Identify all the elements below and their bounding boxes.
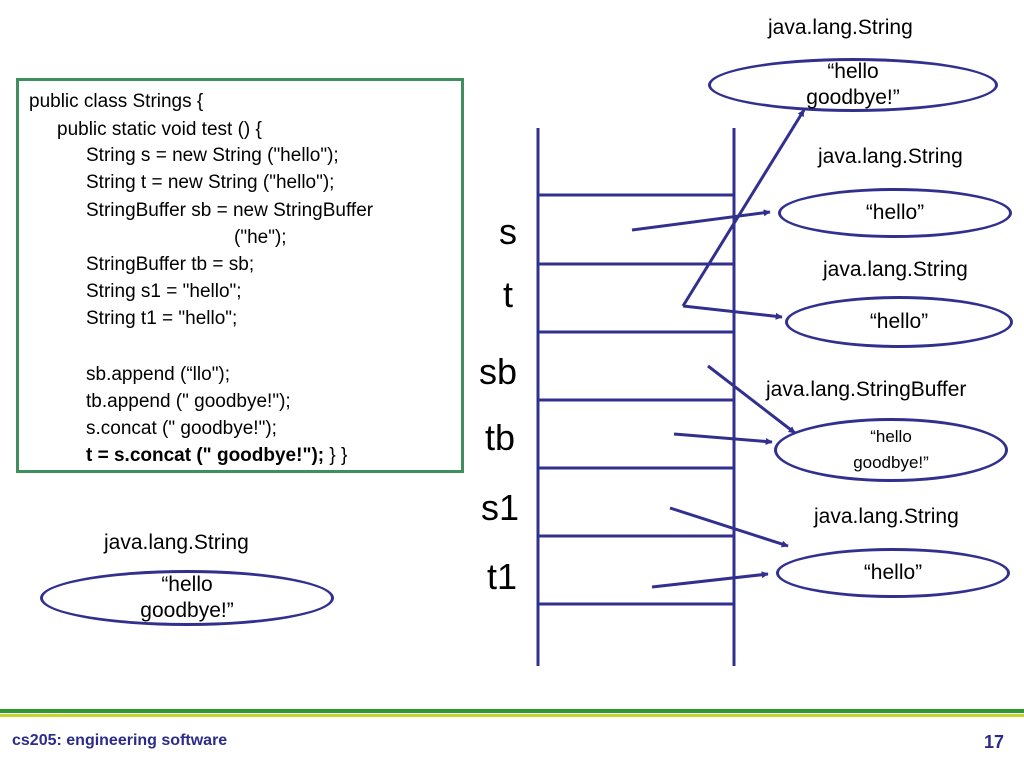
code-line-sb: StringBuffer sb = new StringBuffer [86, 200, 374, 221]
object-value: “hello” [863, 561, 923, 584]
object-bubble: “hello” [776, 548, 1010, 598]
code-line-close: } } [329, 445, 348, 466]
object-bubble: “hello goodbye!” [774, 418, 1008, 482]
code-line-sb-arg: ("he"); [234, 227, 287, 248]
object-type-label: java.lang.String [768, 16, 913, 39]
object-value: “hello” [869, 310, 929, 333]
object-bubble: “hello goodbye!” [708, 58, 998, 112]
object-bubble: “hello” [785, 296, 1013, 348]
arrow-s1 [669, 506, 789, 548]
footer-rule-accent [0, 714, 1024, 717]
var-t1: t1 [486, 556, 518, 597]
code-line-t-assign: t = s.concat (" goodbye!"); } } [86, 445, 347, 467]
object-type-label: java.lang.StringBuffer [766, 378, 967, 401]
object-value: “hello goodbye!” [806, 60, 900, 109]
code-line-t-assign-bold: t = s.concat (" goodbye!"); [86, 445, 325, 466]
code-line-s-concat: s.concat (" goodbye!"); [86, 418, 277, 439]
code-line-t1: String t1 = "hello"; [86, 308, 238, 329]
object-value: “hello” [865, 201, 925, 224]
object-value: “hello goodbye!” [140, 573, 234, 622]
code-line-s: String s = new String ("hello"); [86, 145, 339, 166]
code-line-class: public class Strings { [29, 91, 204, 112]
object-type-label: java.lang.String [823, 258, 968, 281]
code-line-s1: String s1 = "hello"; [86, 281, 242, 302]
arrow-t-new [681, 109, 806, 307]
object-type-label: java.lang.String [104, 531, 249, 554]
page-number: 17 [983, 732, 1004, 752]
footer-course: cs205: engineering software [12, 732, 228, 749]
object-value: “hello goodbye!” [853, 427, 929, 472]
code-line-sb-append: sb.append (“llo"); [86, 364, 231, 385]
footer-rule [0, 709, 1024, 713]
object-bubble: “hello” [778, 188, 1012, 238]
var-tb: tb [484, 417, 516, 458]
arrow-t-old [682, 304, 783, 320]
var-sb: sb [478, 351, 518, 392]
arrow-s [631, 209, 771, 232]
code-line-method: public static void test () { [57, 119, 262, 140]
arrow-tb [673, 432, 773, 445]
code-line-t: String t = new String ("hello"); [86, 172, 335, 193]
object-type-label: java.lang.String [814, 505, 959, 528]
var-s1: s1 [480, 487, 520, 528]
var-s: s [499, 211, 517, 252]
code-line-tb-append: tb.append (" goodbye!"); [86, 391, 291, 412]
object-type-label: java.lang.String [818, 145, 963, 168]
arrow-t1 [651, 571, 769, 589]
var-t: t [502, 274, 513, 315]
code-box: public class Strings { public static voi… [16, 78, 464, 473]
object-bubble: “hello goodbye!” [40, 570, 334, 626]
code-line-tb: StringBuffer tb = sb; [86, 254, 255, 275]
arrow-sb [707, 364, 796, 435]
